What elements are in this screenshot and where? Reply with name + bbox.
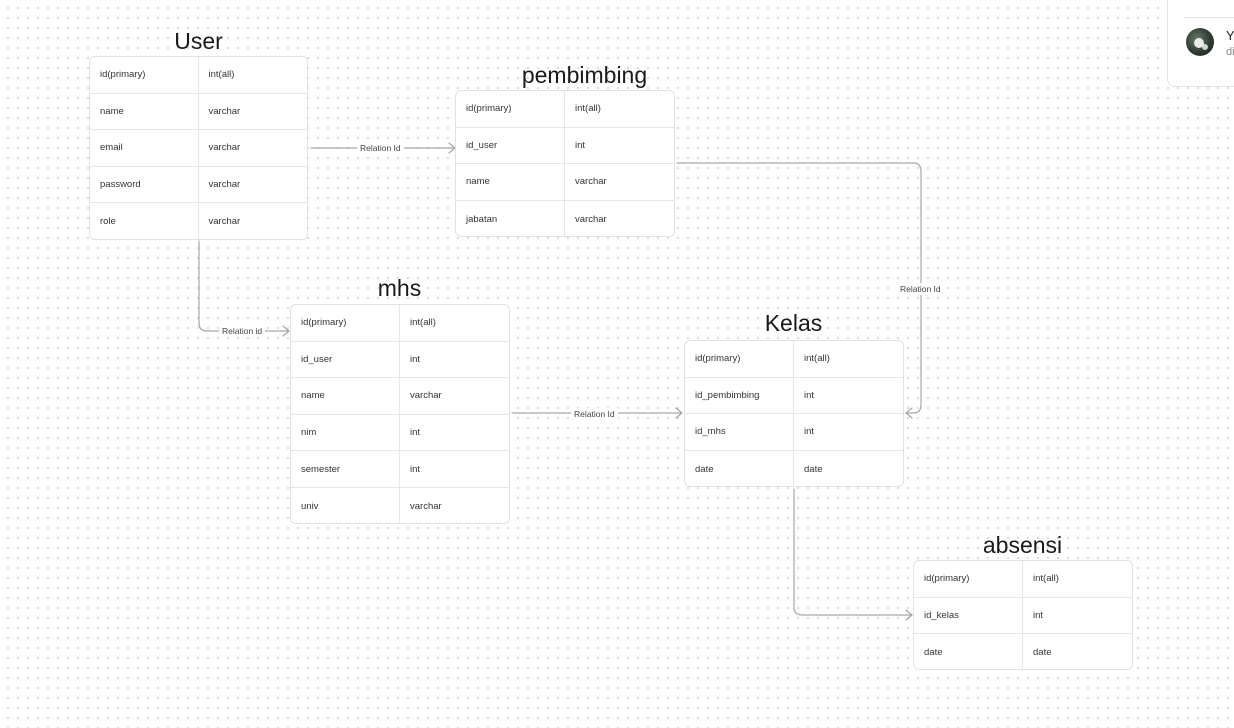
table-row[interactable]: name varchar [291,378,509,415]
table-row[interactable]: id_pembimbing int [685,377,903,415]
field-type: varchar [208,105,241,117]
field-type: int [575,139,586,151]
table-title-mhs: mhs [377,275,422,301]
field-type: int(all) [804,353,830,365]
table-row[interactable]: id(primary) int(all) [291,305,509,342]
table-row[interactable]: id(primary) int(all) [456,91,674,128]
table-title-absensi: absensi [982,532,1063,558]
table-title-user: User [174,28,223,54]
table-row[interactable]: date date [685,450,903,486]
table-row[interactable]: id_user int [291,341,509,379]
field-type: int [804,389,815,401]
table-row[interactable]: email varchar [90,130,307,167]
table-row[interactable]: id_mhs int [685,414,903,451]
field-name: jabatan [456,200,565,236]
field-name: name [90,93,199,130]
table-row[interactable]: role varchar [90,203,307,239]
table-pembimbing[interactable]: id(primary) int(all) id_user int name varch… [455,90,675,237]
field-name: id_kelas [914,597,1023,634]
field-type: int(all) [1033,573,1059,585]
field-name: id(primary) [291,305,400,341]
field-type: int [410,463,421,475]
field-type: int [804,426,815,438]
field-type: int [410,427,421,439]
arrowhead-mhs-kelas [675,407,683,419]
table-row[interactable]: jabatan varchar [456,200,674,236]
field-type: varchar [410,390,442,402]
table-row[interactable]: password varchar [90,166,307,204]
field-name: id(primary) [90,57,199,93]
field-name: id(primary) [456,91,565,127]
relation-label-user-mhs: Relation id [219,325,266,337]
field-name: date [914,634,1023,669]
table-user[interactable]: id(primary) int(all) name varchar email var… [89,56,308,240]
field-type: date [1033,646,1052,658]
field-name: email [90,130,199,166]
field-name: password [90,166,199,203]
table-row[interactable]: id_kelas int [914,597,1132,635]
field-type: int(all) [208,69,235,81]
field-type: varchar [575,213,607,225]
panel-user-name: Y [1226,28,1234,43]
field-name: nim [291,414,400,451]
field-type: varchar [410,500,442,512]
panel-subtext: di [1226,46,1234,58]
table-title-kelas: Kelas [764,310,823,336]
field-name: univ [291,487,400,523]
field-name: id(primary) [914,561,1023,597]
field-type: int [1033,609,1044,621]
field-name: semester [291,451,400,487]
connector-kelas-absensi [793,488,913,616]
arrowhead-user-mhs [282,325,290,337]
avatar[interactable] [1186,28,1214,56]
table-row[interactable]: id(primary) int(all) [685,341,903,378]
field-name: id_user [456,127,565,164]
field-name: name [456,164,565,200]
field-name: id_user [291,341,400,378]
field-type: int [410,353,421,365]
table-row[interactable]: semester int [291,451,509,488]
connector-user-mhs [198,240,290,332]
arrowhead-pembimbing-kelas [905,407,913,419]
relation-label-mhs-kelas: Relation Id [571,408,618,420]
field-name: id_mhs [685,414,794,450]
field-type: varchar [208,179,241,191]
table-row[interactable]: id(primary) int(all) [90,57,307,94]
field-name: name [291,378,400,414]
field-type: int(all) [575,103,601,115]
field-name: id_pembimbing [685,377,794,414]
table-row[interactable]: id_user int [456,127,674,165]
panel-divider [1184,17,1234,18]
table-row[interactable]: univ varchar [291,487,509,523]
table-row[interactable]: date date [914,634,1132,669]
field-type: date [804,463,823,475]
field-type: int(all) [410,317,436,329]
relation-label-pembimbing-kelas: Relation Id [897,283,944,295]
field-type: varchar [208,216,241,228]
relation-label-user-pembimbing: Relation Id [357,142,404,154]
field-type: varchar [208,142,241,154]
arrowhead-kelas-absensi [905,609,913,621]
table-title-pembimbing: pembimbing [521,62,648,88]
field-type: varchar [575,176,607,188]
field-name: date [685,450,794,486]
field-name: role [90,203,199,239]
table-row[interactable]: id(primary) int(all) [914,561,1132,598]
table-absensi[interactable]: id(primary) int(all) id_kelas int date date [913,560,1133,670]
table-row[interactable]: name varchar [90,93,307,131]
field-name: id(primary) [685,341,794,377]
table-row[interactable]: name varchar [456,164,674,201]
